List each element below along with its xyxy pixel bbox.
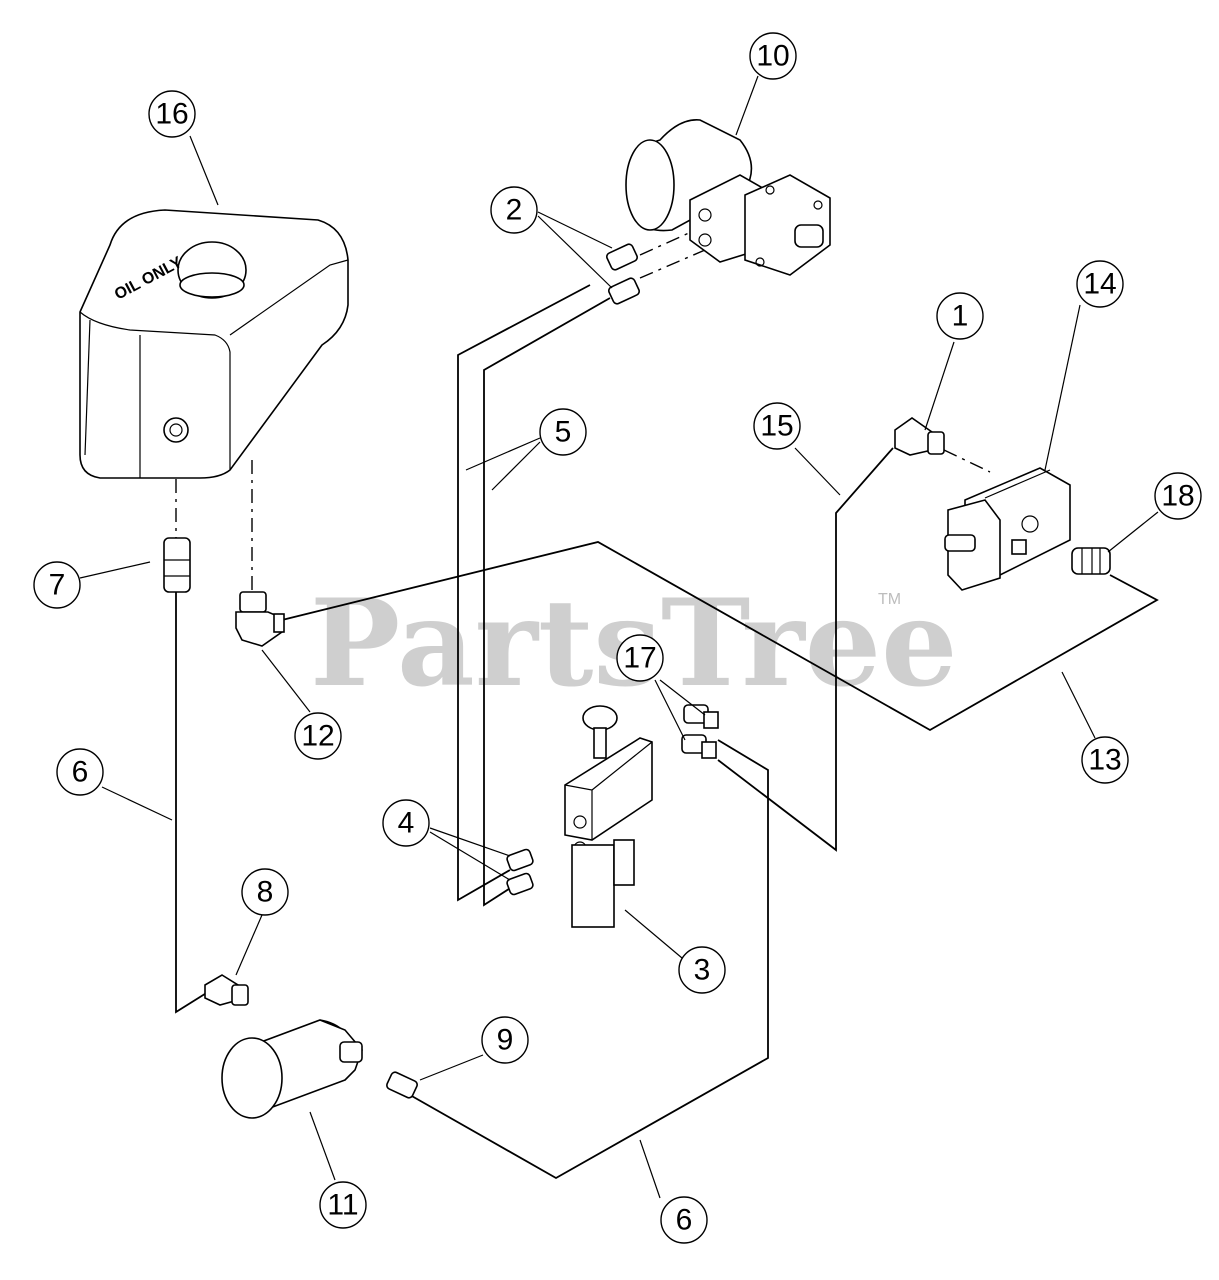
pump-elbow xyxy=(894,417,945,456)
leader-5a xyxy=(465,437,541,471)
leader-2a xyxy=(537,211,613,249)
hose-6-lower xyxy=(409,739,769,1180)
leader-14 xyxy=(1044,304,1081,471)
leader-6b xyxy=(639,1139,661,1199)
svg-text:1: 1 xyxy=(952,300,969,333)
callout-13: 13 xyxy=(1081,736,1129,784)
oil-filter xyxy=(221,1019,363,1119)
callout-14: 14 xyxy=(1076,260,1124,308)
leader-4b xyxy=(429,831,511,881)
svg-text:8: 8 xyxy=(257,876,274,909)
leader-12 xyxy=(261,649,311,713)
hose-15 xyxy=(717,447,894,852)
svg-text:17: 17 xyxy=(623,642,656,675)
watermark-tm: TM xyxy=(878,591,901,608)
svg-text:16: 16 xyxy=(155,98,188,131)
valve-elbows-17 xyxy=(681,704,719,759)
hose-5 xyxy=(457,284,611,907)
svg-text:15: 15 xyxy=(760,410,793,443)
motor-fittings xyxy=(606,243,640,305)
leader-16 xyxy=(189,135,219,206)
callout-1: 1 xyxy=(936,292,984,340)
leader-11 xyxy=(309,1111,336,1181)
leader-1 xyxy=(924,341,955,431)
leader-13 xyxy=(1061,671,1096,739)
leader-4a xyxy=(429,827,511,857)
control-valve xyxy=(564,705,653,928)
filter-outlet-fitting xyxy=(386,1071,418,1099)
svg-text:13: 13 xyxy=(1088,744,1121,777)
callout-10: 10 xyxy=(749,32,797,80)
hose-6-upper xyxy=(175,590,209,1014)
callout-9: 9 xyxy=(481,1016,529,1064)
svg-text:10: 10 xyxy=(756,40,789,73)
leader-6a xyxy=(101,786,173,821)
filter-elbow xyxy=(204,974,249,1006)
callout-12: 12 xyxy=(294,712,342,760)
callout-4: 4 xyxy=(382,799,430,847)
leader-2b xyxy=(537,215,613,289)
callout-15: 15 xyxy=(753,402,801,450)
svg-text:4: 4 xyxy=(398,807,415,840)
callout-17: 17 xyxy=(616,634,664,682)
callout-3: 3 xyxy=(678,946,726,994)
callout-8: 8 xyxy=(241,868,289,916)
svg-text:6: 6 xyxy=(676,1204,693,1237)
hose-13 xyxy=(281,541,1159,732)
callout-11: 11 xyxy=(319,1181,367,1229)
svg-text:9: 9 xyxy=(497,1024,514,1057)
svg-text:12: 12 xyxy=(301,720,334,753)
centerline-motor-2 xyxy=(639,249,706,279)
svg-text:2: 2 xyxy=(506,194,523,227)
svg-text:5: 5 xyxy=(555,416,572,449)
leader-9 xyxy=(419,1054,484,1081)
leader-17b xyxy=(659,679,706,716)
centerline-pump xyxy=(943,449,991,473)
strainer xyxy=(163,537,191,593)
leader-10 xyxy=(735,75,759,136)
callout-6b: 6 xyxy=(660,1196,708,1244)
leader-17a xyxy=(654,679,686,741)
callout-7: 7 xyxy=(33,561,81,609)
callout-16: 16 xyxy=(148,90,196,138)
svg-text:11: 11 xyxy=(327,1189,358,1222)
valve-fittings-4 xyxy=(506,848,534,896)
leader-15 xyxy=(794,447,841,496)
svg-text:18: 18 xyxy=(1161,480,1194,513)
return-elbow xyxy=(235,591,285,647)
hydraulic-pump xyxy=(944,467,1071,591)
leader-18 xyxy=(1107,511,1159,553)
hydraulic-motor xyxy=(625,119,831,276)
pump-fitting xyxy=(1071,547,1111,575)
svg-text:3: 3 xyxy=(694,954,711,987)
svg-text:14: 14 xyxy=(1083,268,1116,301)
leader-3 xyxy=(624,909,683,959)
leader-8 xyxy=(235,914,263,976)
callout-5: 5 xyxy=(539,408,587,456)
callout-2: 2 xyxy=(490,186,538,234)
centerline-motor-1 xyxy=(639,227,701,256)
leader-7 xyxy=(79,561,151,579)
hydraulic-tank: OIL ONLY xyxy=(79,209,349,479)
callout-18: 18 xyxy=(1154,472,1202,520)
svg-text:6: 6 xyxy=(72,756,89,789)
svg-text:7: 7 xyxy=(49,569,66,602)
leader-5b xyxy=(491,441,541,491)
callout-6a: 6 xyxy=(56,748,104,796)
